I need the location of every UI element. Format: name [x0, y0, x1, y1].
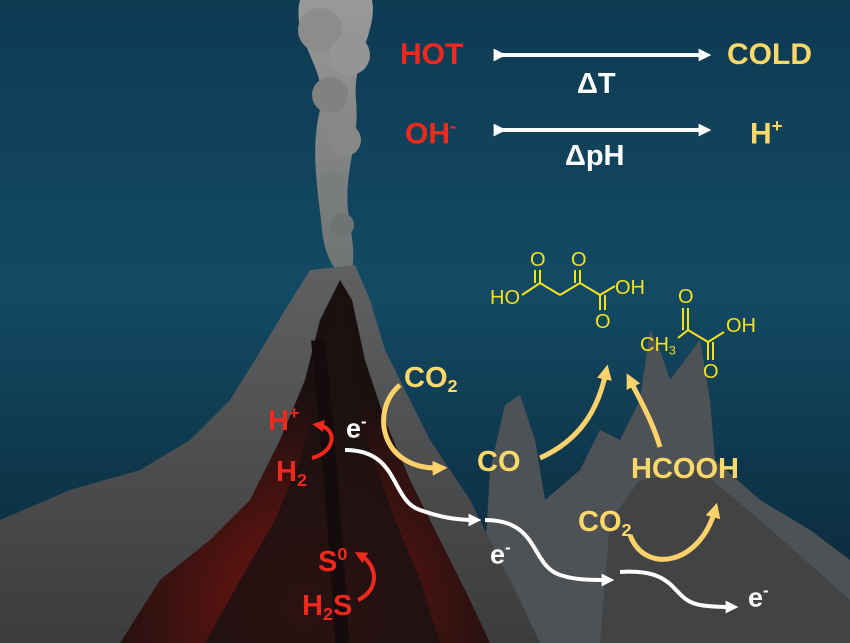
electron-2-base: e: [490, 539, 506, 570]
co2-lower-label: CO2: [578, 506, 632, 541]
oxaloacetate-ho-label: HO: [490, 287, 520, 309]
h2-oxidation-arrow: [311, 419, 334, 460]
delta-t-label: ΔT: [577, 68, 616, 100]
h2-label: H2: [276, 456, 307, 491]
electron-flow-arrow-1: [344, 448, 482, 527]
electron-3-base: e: [748, 582, 764, 613]
electron-label-2: e-: [490, 538, 511, 570]
co-to-oxaloacetate-arrow: [538, 364, 612, 461]
h2-subscript: 2: [296, 470, 307, 491]
electron-2-charge: -: [505, 538, 511, 557]
vent-h-base: H: [268, 405, 289, 438]
h-plus-label: H+: [750, 115, 783, 151]
electron-flow-arrow-3: [619, 569, 739, 614]
h-charge: +: [771, 115, 783, 136]
co2-upper-label: CO2: [404, 362, 458, 397]
electron-flow-arrow-2: [484, 518, 615, 587]
oxaloacetate-oh-label: OH: [615, 277, 645, 299]
co-label: CO: [477, 446, 521, 478]
h2s-tail: S: [332, 590, 353, 622]
pyruvate-oh-label: OH: [726, 315, 756, 337]
h-base: H: [750, 117, 772, 151]
pyruvate-ch3-label: CH3: [640, 335, 676, 357]
electron-label-3: e-: [748, 581, 769, 613]
electron-1-charge: -: [361, 412, 367, 431]
pyruvate-o2-label: O: [703, 361, 719, 383]
hot-label: HOT: [400, 38, 464, 71]
co2-to-co-arrow: [381, 383, 448, 476]
oxaloacetate-o3-label: O: [595, 311, 611, 333]
pyruvate-o1-label: O: [678, 286, 694, 308]
right-chimneys: [480, 330, 850, 643]
electron-1-base: e: [346, 413, 362, 444]
co2-upper-base: CO: [404, 362, 448, 394]
h2s-base: H: [302, 590, 323, 622]
co2-lower-subscript: 2: [621, 520, 632, 541]
s0-label: S0: [318, 545, 347, 577]
oxaloacetate-o2-label: O: [571, 249, 587, 271]
h2s-label: H2S: [302, 590, 353, 625]
h2s-subscript: 2: [322, 604, 333, 625]
h2-base: H: [276, 456, 297, 488]
vent-h-charge: +: [288, 403, 300, 423]
hcooh-label: HCOOH: [631, 453, 739, 485]
ch3-subscript: 3: [668, 343, 676, 358]
smoke-plume: [298, 0, 373, 270]
delta-ph-label: ΔpH: [565, 140, 625, 172]
main-chimney: [0, 265, 540, 643]
co2-to-hcooh-arrow: [627, 502, 721, 562]
ch3-base: CH: [640, 334, 669, 356]
oxaloacetate-o1-label: O: [530, 249, 546, 271]
hcooh-to-pyruvate-arrow: [626, 373, 663, 448]
oh-charge: -: [450, 115, 457, 136]
co2-lower-base: CO: [578, 506, 622, 538]
vent-h-plus-label: H+: [268, 404, 299, 436]
oh-base: OH: [405, 117, 450, 151]
oxaloacetate-structure: [521, 270, 616, 310]
co2-upper-subscript: 2: [447, 376, 458, 397]
oh-minus-label: OH-: [405, 115, 457, 151]
h2s-oxidation-arrow: [354, 552, 376, 602]
cold-label: COLD: [727, 38, 812, 71]
pyruvate-structure: [677, 308, 725, 360]
electron-label-1: e-: [346, 412, 367, 444]
s0-base: S: [318, 546, 338, 579]
electron-3-charge: -: [763, 581, 769, 600]
s0-superscript: 0: [337, 544, 348, 564]
